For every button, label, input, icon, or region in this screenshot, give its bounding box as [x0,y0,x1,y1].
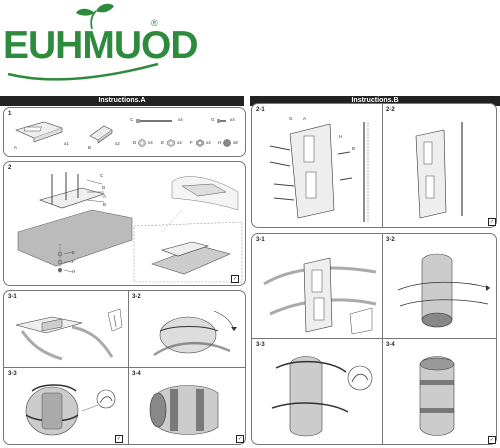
part-c-qty: x4 [178,117,183,122]
part-g-qty: x4 [230,117,235,122]
step-b3-group-panel: 3-1 3-2 3-3 3-4 ✓ [251,233,497,445]
step-b3-3-illustration [271,356,373,437]
step-3-4-label: 3-4 [132,371,141,377]
callout-f: F [72,259,75,264]
section-b-header: Instructions.B [250,96,500,106]
step-b2-group-panel: 2-1 G A H B 2-2 ✓ [251,103,497,228]
step-b3-2-label: 3-2 [386,237,395,243]
step-b3-2-illustration [397,253,491,328]
step-3-1-label: 3-1 [8,294,17,300]
part-f-nut [196,139,204,147]
logo-swoosh [7,62,159,81]
callout-b: B [352,146,356,151]
section-b-title: Instructions.B [351,97,399,104]
step-b3-4-label: 3-4 [386,342,395,348]
callout-h: H [72,269,76,274]
step-b3-1-illustration [263,257,377,335]
part-f-qty: x4 [206,140,211,145]
step-3-3-illustration [25,384,116,436]
step-3-4-illustration [149,385,219,435]
callout-a: A [103,194,107,199]
part-b-clamp [89,125,113,144]
step-3-2-illustration [153,310,237,357]
step-b3-3-label: 3-3 [256,342,265,348]
step-b3-1-label: 3-1 [256,237,265,243]
part-c-screw [136,119,172,123]
section-a-header: Instructions.A [0,96,244,106]
part-c-letter: C [130,117,134,122]
checkbox-icon: ✓ [115,435,123,443]
step-3-3-label: 3-3 [8,371,17,377]
step-b3-4-illustration [419,356,455,436]
callout-c: C [100,173,104,178]
step-1-parts-panel: 1 A x1 B x2 C x4 G x4 D x4 E x4 F x4 H x… [3,107,246,157]
step-b2-1-illustration [269,122,369,222]
leaf-icon [76,3,114,30]
part-h-qty: x8 [233,140,238,145]
step-3-2-label: 3-2 [132,294,141,300]
section-a-title: Instructions.A [98,97,146,104]
part-d-letter: D [133,140,137,145]
step-b2-1-label: 2-1 [256,107,265,113]
callout-e: E [72,250,76,255]
step-3-group-panel: 3-1 3-2 3-3 ✓ 3-4 ✓ [3,290,246,445]
checkbox-icon: ✓ [488,436,496,444]
checkbox-icon: ✓ [231,275,239,283]
part-b-letter: B [88,145,92,150]
part-b-qty: x2 [115,141,120,146]
callout-b: B [103,202,107,207]
step-b2-2-label: 2-2 [386,107,395,113]
part-a-letter: A [14,145,18,150]
part-d-qty: x4 [148,140,153,145]
part-h-pad [223,139,231,147]
step-label: 1 [8,111,12,117]
step-3-1-illustration [15,308,123,361]
part-f-letter: F [190,140,193,145]
part-a-qty: x1 [64,141,69,146]
callout-d: D [102,185,106,190]
part-g-bolt [217,119,226,123]
callout-g: G [289,116,293,121]
checkbox-icon: ✓ [488,218,496,226]
part-g-letter: G [211,117,215,122]
checkbox-icon: ✓ [236,435,244,443]
part-d-washer [138,139,146,147]
assembly-illustration [17,172,243,283]
part-h-letter: H [218,140,222,145]
step-label: 2 [8,165,12,171]
part-a-bracket [15,121,63,143]
part-e-qty: x4 [177,140,182,145]
part-e-nut [167,139,175,147]
part-e-letter: E [161,140,165,145]
step-2-assembly-panel: 2 C D A B E F H ✓ [3,161,246,286]
brand-name: EUHMUOD [3,24,198,67]
callout-a: A [303,116,307,121]
step-b2-2-illustration [415,122,463,219]
callout-h: H [339,134,343,139]
registered-mark: ® [151,18,158,28]
